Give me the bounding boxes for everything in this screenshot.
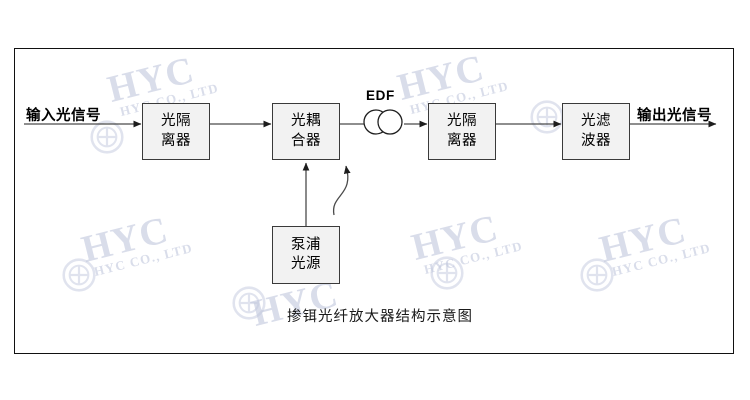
block-optical-coupler[interactable]: 光耦 合器: [272, 103, 340, 160]
block-label-line2: 离器: [161, 132, 191, 149]
block-label-line2: 光源: [291, 256, 321, 272]
block-label-line1: 光滤: [581, 113, 611, 130]
block-optical-filter[interactable]: 光滤 波器: [562, 103, 630, 160]
diagram-frame: [14, 48, 734, 354]
block-label-line1: 光耦: [291, 113, 321, 130]
block-label-line2: 离器: [447, 132, 477, 149]
block-optical-isolator-2[interactable]: 光隔 离器: [428, 103, 496, 160]
block-pump-source[interactable]: 泵浦 光源: [272, 226, 340, 284]
block-optical-isolator-1[interactable]: 光隔 离器: [142, 103, 210, 160]
label-output-signal: 输出光信号: [637, 108, 712, 124]
block-label-line1: 光隔: [447, 113, 477, 130]
block-label-line1: 泵浦: [291, 236, 321, 253]
label-input-signal: 输入光信号: [26, 108, 101, 124]
block-label-line1: 光隔: [161, 113, 191, 130]
block-label-line2: 波器: [581, 132, 611, 149]
block-label-line2: 合器: [291, 132, 321, 149]
label-edf: EDF: [366, 88, 395, 103]
diagram-caption: 掺铒光纤放大器结构示意图: [287, 309, 473, 325]
